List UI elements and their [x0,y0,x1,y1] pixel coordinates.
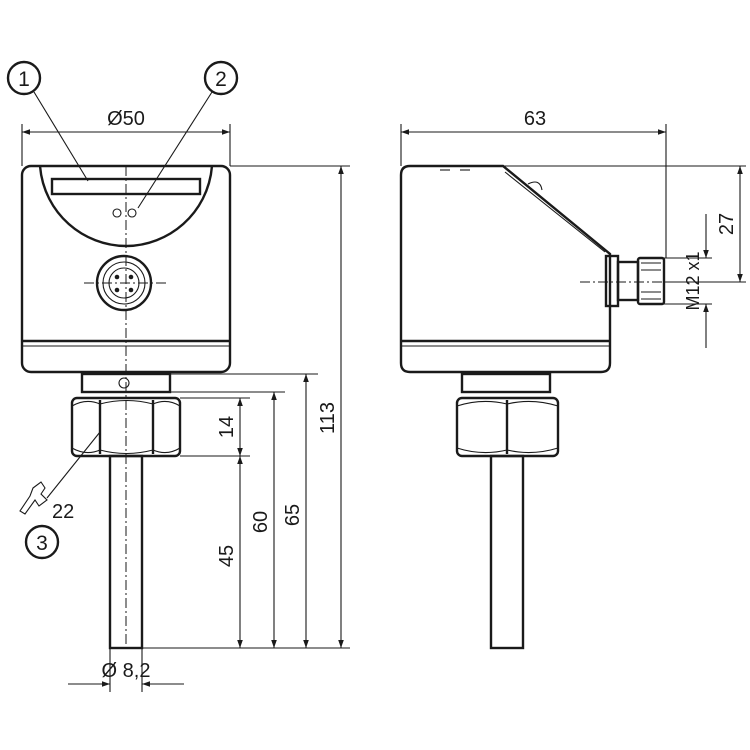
dim-connector-offset: 27 [716,166,743,282]
side-connector [604,254,666,308]
dim-depth: 63 [400,108,667,258]
svg-text:M12 x1: M12 x1 [683,251,703,310]
wrench-leader [46,431,101,499]
dim-connector-thread: M12 x1 [683,214,709,348]
side-extension-lines [503,165,746,305]
svg-text:14: 14 [216,416,238,438]
led-indicator [112,208,122,218]
side-neck [460,372,552,394]
svg-text:1: 1 [18,68,30,91]
svg-text:63: 63 [524,108,546,130]
dim-length-60: 60 [250,392,277,648]
dim-length-65: 65 [282,374,309,648]
front-connector-icon [84,254,166,312]
callout-2: 2 [137,60,239,209]
dim-length-45: 45 [216,456,243,648]
svg-text:2: 2 [215,68,227,91]
side-hex-nut [455,396,560,458]
svg-text:3: 3 [36,532,48,555]
svg-text:113: 113 [317,402,339,434]
svg-text:45: 45 [216,545,238,567]
wrench-icon [19,481,48,515]
callout-3: 3 [24,524,60,560]
front-view: 1 2 3 22 Ø50 Ø [6,60,350,692]
dim-housing-diameter: Ø50 [21,108,231,166]
side-probe [489,454,525,650]
side-view: 63 27 M12 x1 [399,108,746,650]
led-indicator [127,208,137,218]
dim-probe-diameter: Ø 8,2 [68,648,184,692]
extension-lines [142,165,350,649]
side-housing [399,164,612,374]
svg-text:Ø 8,2: Ø 8,2 [102,660,151,682]
dim-height-total: 113 [317,166,344,648]
svg-text:60: 60 [250,511,272,533]
svg-text:27: 27 [716,213,738,235]
dim-hex-height: 14 [216,398,243,456]
wrench-size-label: 22 [52,501,74,523]
callout-1: 1 [6,60,89,182]
svg-text:65: 65 [282,504,304,526]
svg-text:Ø50: Ø50 [107,108,145,130]
